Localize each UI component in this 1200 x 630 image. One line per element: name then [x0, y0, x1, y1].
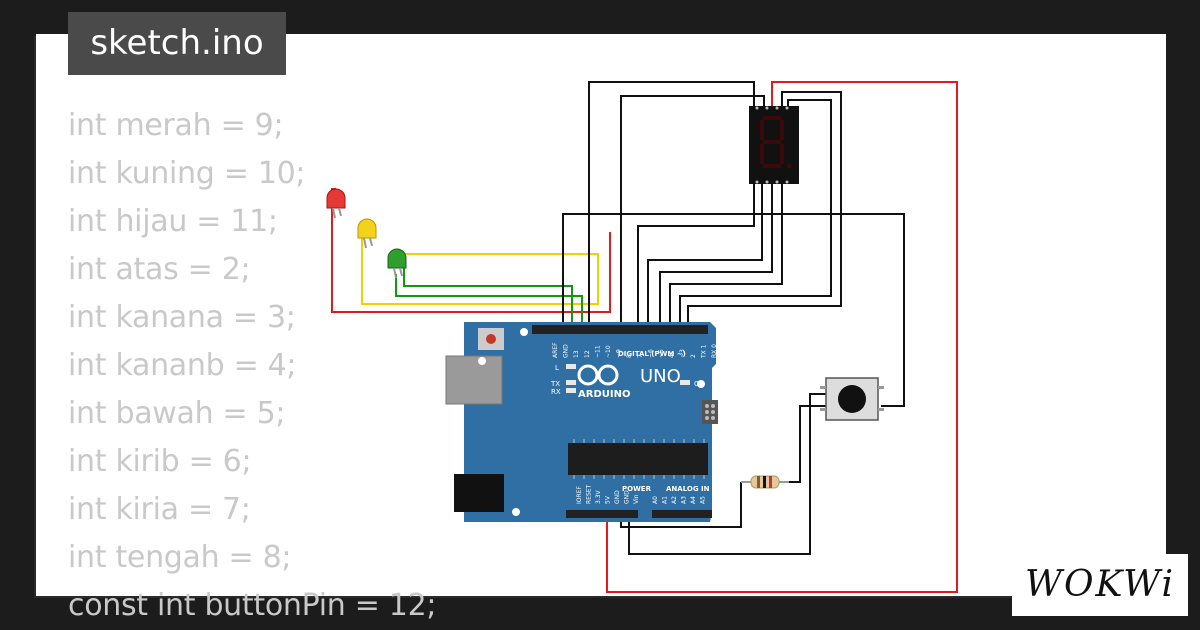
- board-brand: ARDUINO: [578, 389, 630, 400]
- pin-label: 12: [584, 350, 591, 358]
- led-label-rx: RX: [551, 388, 561, 396]
- pin-label: ~9: [616, 349, 623, 358]
- pin-label: 7: [637, 354, 644, 358]
- code-line: const int buttonPin = 12;: [68, 588, 437, 623]
- pin-label: RX 0: [711, 344, 718, 358]
- resistor: [741, 475, 789, 489]
- circuit-diagram: ARDUINO UNO DIGITAL (PWM ~) POWER ANALOG…: [326, 81, 958, 593]
- code-line: int bawah = 5;: [68, 396, 286, 431]
- led-red: [326, 188, 346, 219]
- code-line: int kananb = 4;: [68, 348, 297, 383]
- power-header: [566, 510, 638, 518]
- display-wire-g: [647, 182, 763, 326]
- code-line: int kirib = 6;: [68, 444, 252, 479]
- pin-label: TX 1: [700, 344, 707, 359]
- arduino-logo: [577, 364, 619, 386]
- display-wire-a: [588, 81, 755, 326]
- button-signal-wire: [562, 213, 905, 407]
- code-line: int kiria = 7;: [68, 492, 251, 527]
- led-label-l: L: [555, 364, 559, 372]
- pin-label: 5V: [605, 495, 612, 504]
- pin-label: RESET: [586, 484, 593, 504]
- display-wire-e: [669, 182, 783, 326]
- pin-label: GND: [563, 344, 570, 358]
- power-jack: [454, 474, 504, 512]
- green-led-wire-2: [403, 266, 573, 326]
- pin-label: A0: [652, 496, 659, 504]
- pin-label: ~6: [647, 349, 654, 358]
- pin-label: ~3: [679, 349, 686, 358]
- preview-card: int merah = 9; int kuning = 10; int hija…: [36, 34, 1188, 623]
- code-line: int kuning = 10;: [68, 156, 306, 191]
- red-led-wire: [331, 188, 611, 313]
- pin-label: ~5: [658, 349, 665, 358]
- analog-header-label: ANALOG IN: [666, 485, 710, 493]
- code-line: int kanana = 3;: [68, 300, 296, 335]
- green-led-wire: [395, 274, 583, 326]
- yellow-led-wire: [361, 238, 599, 305]
- pin-label: 3.3V: [595, 489, 602, 504]
- display-wire-c: [687, 91, 842, 326]
- pin-label: GND: [614, 490, 621, 504]
- pin-label: Vin: [633, 494, 640, 504]
- display-wire-f: [659, 182, 773, 326]
- pin-label: 4: [669, 354, 676, 358]
- pin-label: 8: [626, 354, 633, 358]
- display-wire-d: [679, 99, 832, 326]
- resistor-wire-right: [788, 405, 828, 483]
- led-label-tx: TX: [550, 380, 560, 388]
- pin-label: A3: [681, 496, 688, 504]
- seven-segment-display: [749, 106, 799, 184]
- analog-header: [652, 510, 712, 518]
- digital-header: [532, 325, 708, 334]
- push-button: [820, 377, 884, 421]
- code-line: int hijau = 11;: [68, 204, 278, 239]
- file-tab[interactable]: sketch.ino: [68, 12, 286, 75]
- pin-label: A4: [690, 496, 697, 504]
- code-line: int merah = 9;: [68, 108, 284, 143]
- pin-label: A1: [662, 496, 669, 504]
- pin-label: AREF: [552, 342, 559, 358]
- usb-port: [445, 355, 503, 405]
- code-line: int tengah = 8;: [68, 540, 292, 575]
- pin-label: A5: [700, 496, 707, 504]
- button-ground-wire: [628, 393, 828, 555]
- pin-label: IOREF: [576, 486, 583, 504]
- atmega-chip: [568, 443, 708, 475]
- led-green: [387, 248, 407, 279]
- led-label-on: ON: [694, 380, 705, 388]
- digital-header-label: DIGITAL (PWM ~): [618, 350, 686, 358]
- pin-label: 13: [573, 350, 580, 358]
- display-wire-h: [637, 182, 755, 326]
- pin-label: ~11: [594, 345, 601, 358]
- board-model: UNO: [640, 366, 681, 387]
- wokwi-logo[interactable]: WOKWi: [1012, 554, 1188, 616]
- led-yellow: [357, 218, 377, 249]
- wires: [331, 81, 958, 593]
- power-header-label: POWER: [622, 485, 652, 493]
- pin-label: ~10: [605, 345, 612, 358]
- pin-label: A2: [671, 496, 678, 504]
- display-wire-b: [620, 95, 765, 326]
- pin-label: GND: [624, 490, 631, 504]
- code-listing: int merah = 9; int kuning = 10; int hija…: [68, 102, 436, 630]
- display-power-wire: [606, 81, 958, 593]
- code-line: int atas = 2;: [68, 252, 251, 287]
- arduino-uno-board: ARDUINO UNO DIGITAL (PWM ~) POWER ANALOG…: [445, 322, 718, 522]
- pin-label: 2: [690, 354, 697, 358]
